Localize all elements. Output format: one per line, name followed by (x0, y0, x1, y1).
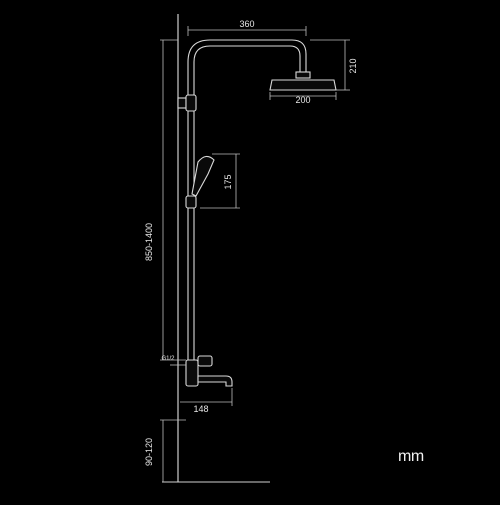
rain-shower-head (269, 71, 337, 91)
arm-width-label: 360 (239, 19, 254, 29)
hand-shower (185, 155, 215, 209)
thread-label: G1/2 (161, 356, 175, 362)
total-height-label: 850-1400 (144, 223, 154, 261)
shower-arm (187, 39, 307, 74)
riser-pipe (187, 62, 195, 360)
head-height-label: 210 (348, 58, 358, 73)
wall-bracket (177, 94, 197, 112)
mixer-valve (185, 355, 233, 387)
wall (162, 14, 270, 483)
head-diameter-label: 200 (295, 95, 310, 105)
dimension-lines (160, 26, 350, 482)
hand-shower-height-label: 175 (223, 174, 233, 189)
mount-height-label: 90-120 (144, 438, 154, 466)
spout-length-label: 148 (193, 404, 208, 414)
unit-label: mm (398, 448, 424, 465)
